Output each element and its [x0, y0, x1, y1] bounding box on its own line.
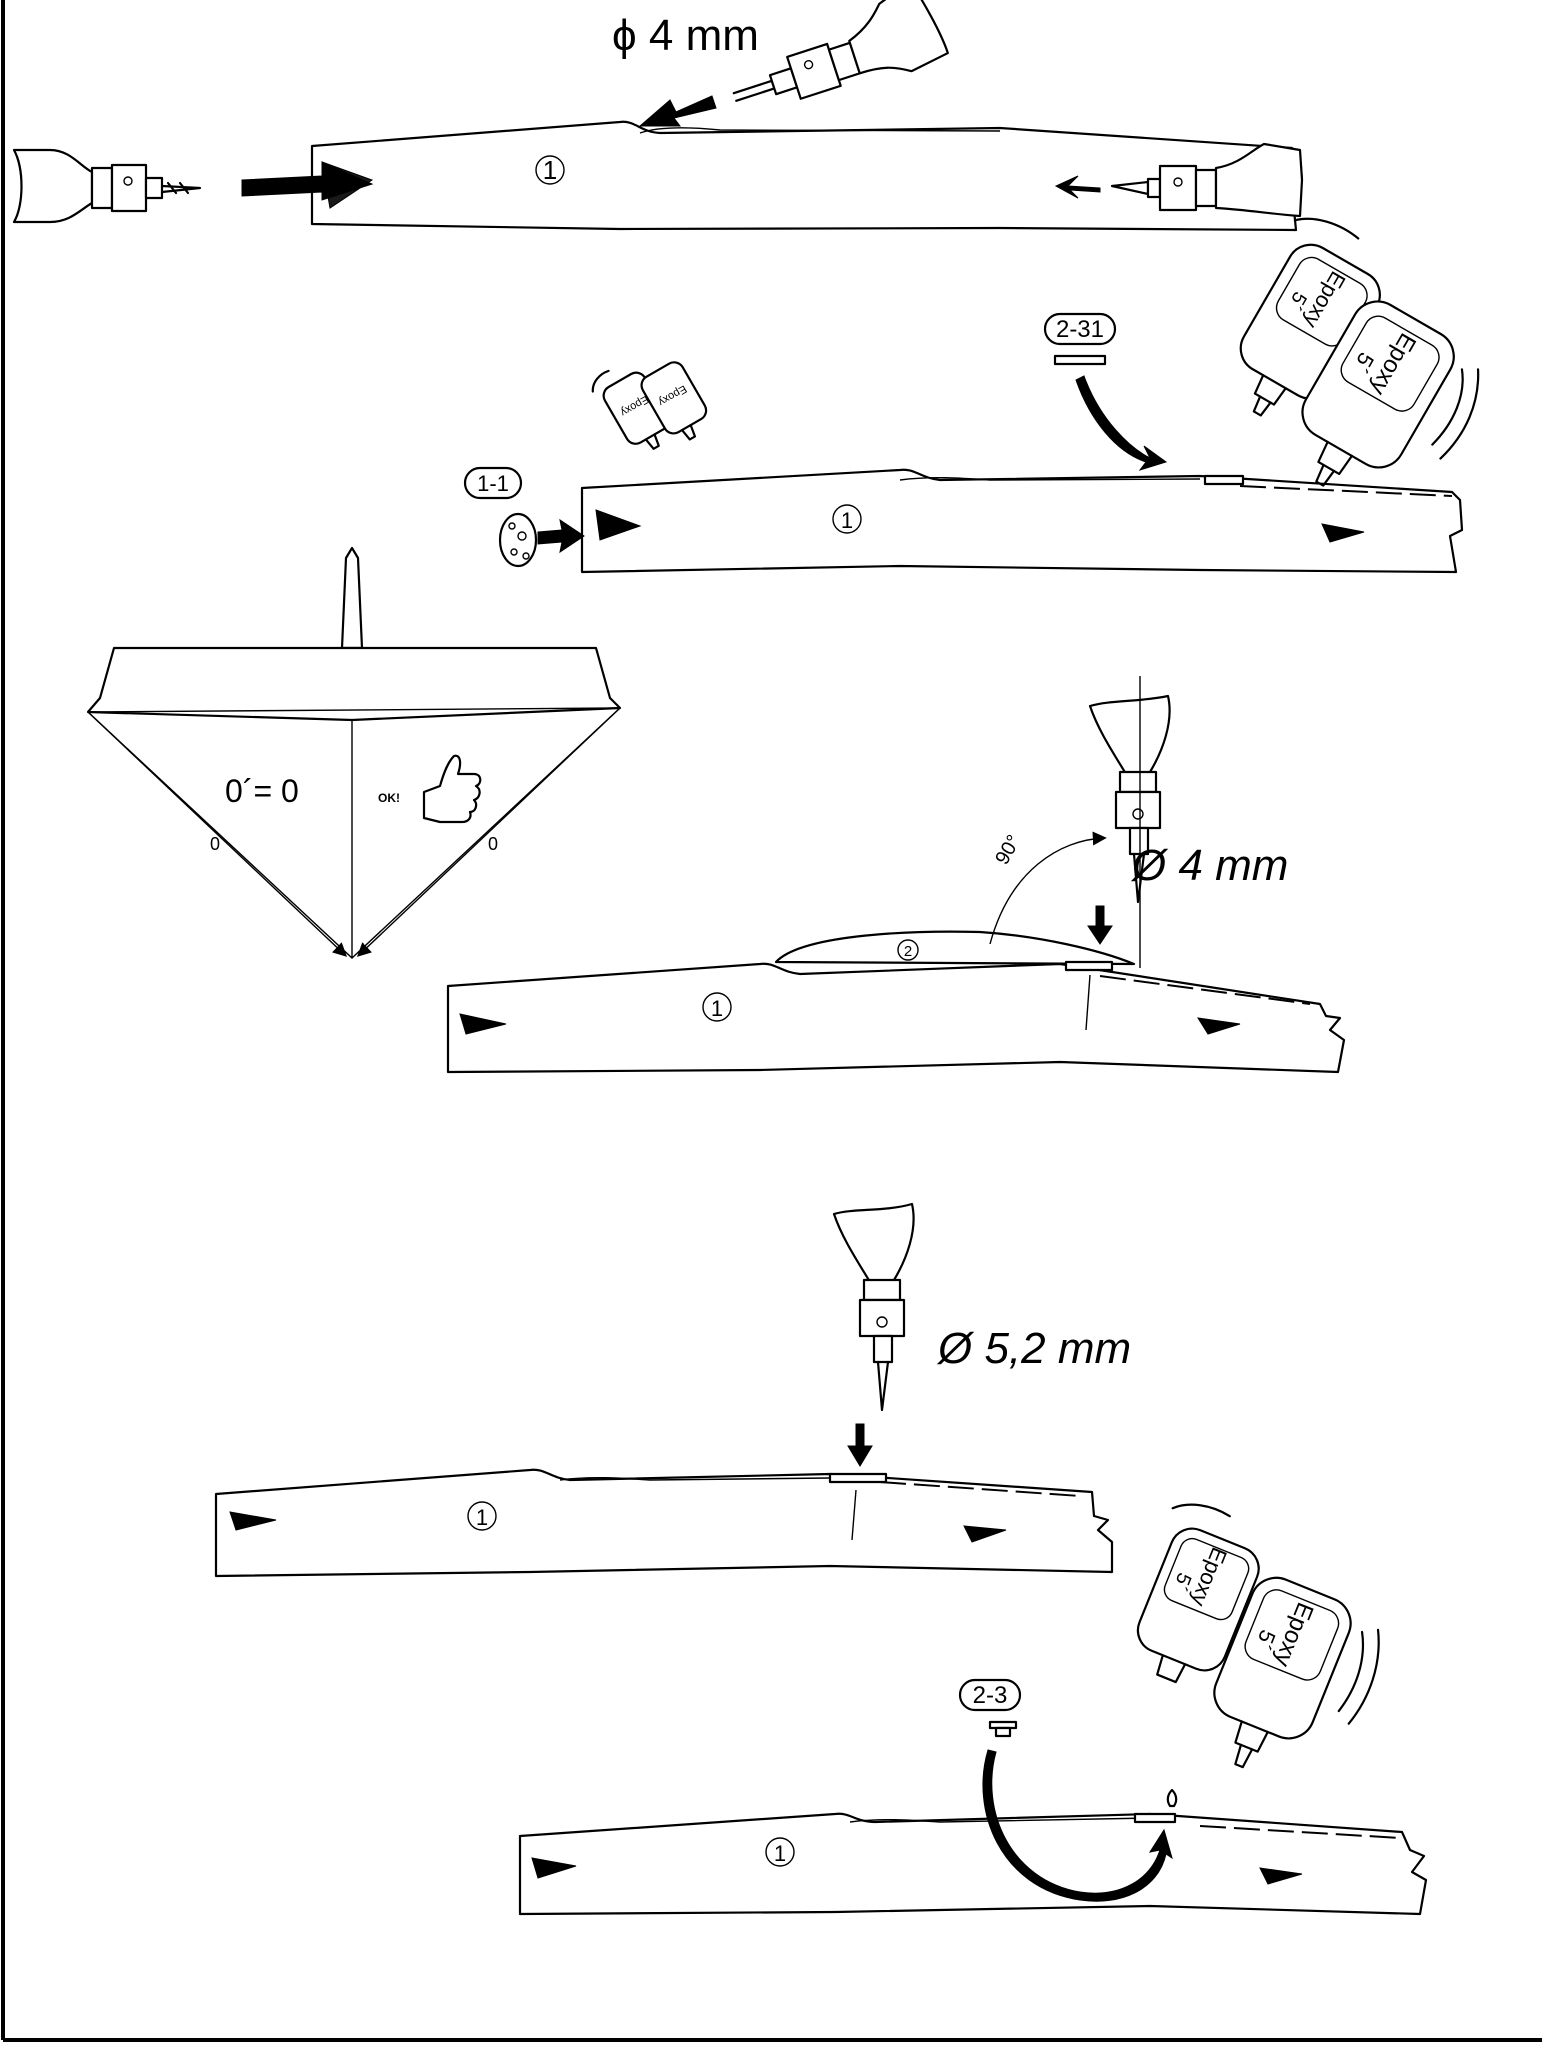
- arrow-disc-into-nose: [537, 518, 585, 554]
- fin-top-view: [340, 546, 364, 650]
- step-3-alignment: 0´= 0 0 0 OK!: [86, 546, 622, 959]
- step-4-drilling-wing: 1 2 90° Ø 4 mm: [446, 676, 1346, 1074]
- part-1-1-callout: [463, 466, 523, 500]
- epoxy-bottles-large-step6-icon-2: Epoxy 5´: [1213, 1576, 1380, 1769]
- zero-mark-right: 0: [488, 834, 498, 854]
- part-1-label-step4: 1: [711, 996, 723, 1021]
- wing-2-section: [774, 930, 1136, 966]
- drill-size-mid: Ø 4 mm: [1130, 841, 1288, 890]
- epoxy-bottles-large-step6-icon: Epoxy 5´: [1136, 1503, 1260, 1684]
- epoxy-bottles-large-icon-2: Epoxy 5´: [1301, 300, 1480, 487]
- arrow-down-step4: [1087, 905, 1113, 945]
- arrow-down-step5: [847, 1423, 873, 1467]
- step-2-gluing: 1 1-1 Epoxy Epoxy 2-31: [463, 217, 1480, 574]
- svg-text:OK!: OK!: [378, 791, 400, 805]
- thumbs-up-icon: OK!: [378, 754, 482, 824]
- part-1-callout: [535, 155, 565, 185]
- stabilizer-top-view: [86, 646, 622, 722]
- curved-arrow-bolt: [982, 1749, 1173, 1902]
- angle-90-label: 90°: [991, 831, 1025, 868]
- hand-drill-left-icon: [12, 148, 202, 224]
- zero-equals-zero: 0´= 0: [225, 773, 299, 809]
- part-2-label: 2: [904, 943, 912, 960]
- part-1-label: 1: [543, 155, 557, 185]
- part-1-label-step5: 1: [476, 1505, 488, 1530]
- fuselage-1-top: [310, 120, 1304, 232]
- arrow-into-nose: [241, 161, 374, 201]
- hand-drill-right-icon: [1110, 142, 1304, 218]
- curved-arrow-plate: [1075, 375, 1168, 471]
- part-1-label-step6: 1: [774, 1841, 786, 1866]
- fuselage-1-step5: [214, 1468, 1114, 1578]
- fuselage-1-step2: [580, 468, 1464, 574]
- arrow-into-tail: [1054, 175, 1101, 199]
- bolt-icon: [988, 1720, 1018, 1738]
- plate-icon: [1053, 354, 1107, 366]
- drill-size-top: ϕ 4 mm: [612, 11, 759, 60]
- nose-disc-icon: [498, 512, 538, 568]
- fuselage-1-step4: [446, 962, 1346, 1074]
- part-2-31-callout: [1043, 312, 1117, 346]
- step-1-drilling: 1 ϕ 4 mm: [12, 0, 1304, 232]
- hand-drill-top-icon: [732, 0, 949, 102]
- part-1-label-step2: 1: [841, 508, 853, 533]
- drill-size-low: Ø 5,2 mm: [936, 1324, 1131, 1373]
- part-2-3-callout: [958, 1678, 1022, 1712]
- hand-drill-vertical-2-icon: [832, 1202, 915, 1412]
- epoxy-bottles-small-icon: Epoxy Epoxy: [591, 361, 708, 450]
- hand-drill-vertical-icon: [1088, 676, 1171, 968]
- part-1-1-label: 1-1: [477, 471, 509, 496]
- part-2-31-label: 2-31: [1056, 316, 1104, 343]
- step-5-drilling-fuselage: 1 Ø 5,2 mm: [214, 1202, 1131, 1578]
- part-2-3-label: 2-3: [973, 1682, 1008, 1709]
- arrow-into-top: [638, 95, 717, 127]
- zero-mark-left: 0: [210, 834, 220, 854]
- fuselage-1-step6: [518, 1812, 1428, 1916]
- step-6-insert-bolt: 1 2-3 Epoxy 5´ Epoxy 5´: [518, 1503, 1428, 1916]
